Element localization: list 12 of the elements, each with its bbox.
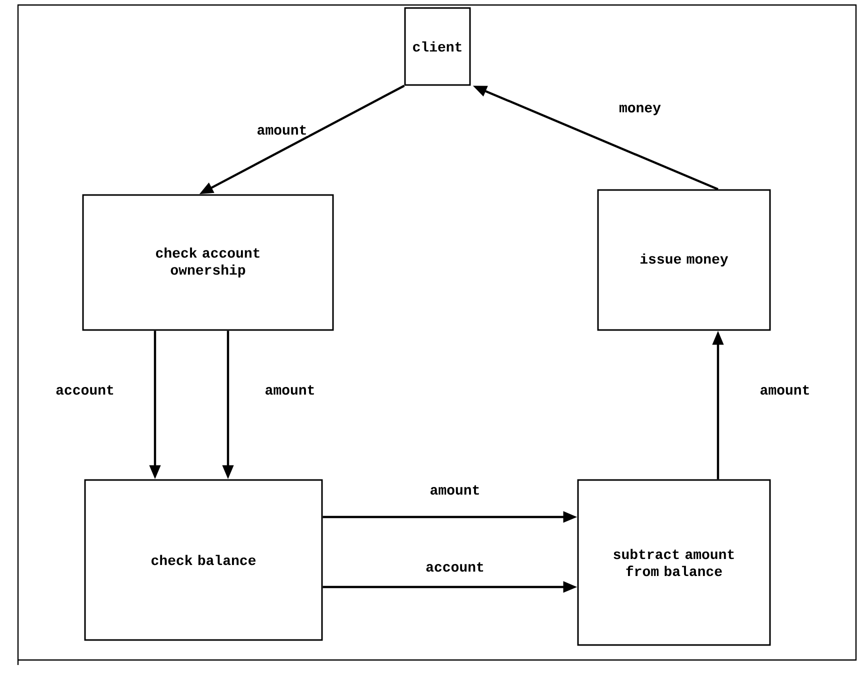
edge-label: money (618, 104, 662, 116)
process-box: check balance (84, 479, 323, 641)
edge-label: amount (256, 124, 308, 136)
process-box: client (404, 7, 471, 86)
edge-label: amount (428, 484, 482, 496)
edge-label: account (54, 384, 116, 396)
edge-label: account (424, 561, 486, 573)
process-box: check account ownership (82, 194, 334, 331)
process-box: issue money (597, 189, 771, 331)
edge-label: amount (264, 384, 316, 396)
edge-label: amount (758, 384, 812, 396)
process-box: subtract amount from balance (577, 479, 771, 646)
